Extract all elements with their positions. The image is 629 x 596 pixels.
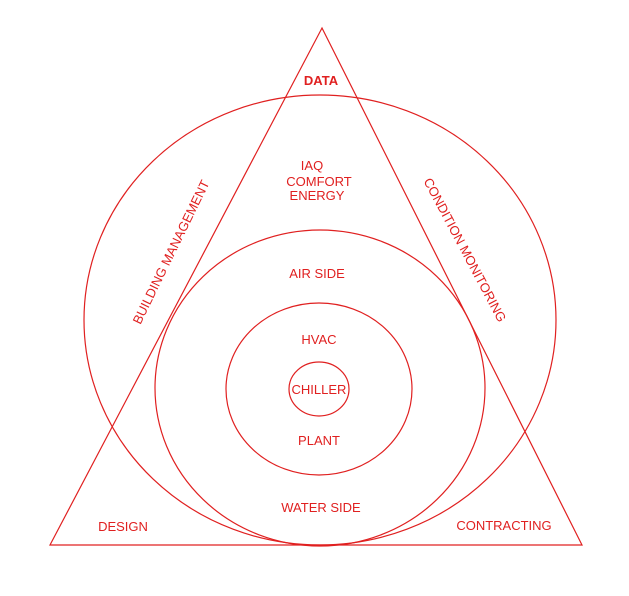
label-comfort: COMFORT	[286, 174, 352, 189]
label-chiller: CHILLER	[292, 382, 347, 397]
label-plant: PLANT	[298, 433, 340, 448]
label-iaq: IAQ	[301, 158, 323, 173]
label-air-side: AIR SIDE	[289, 266, 345, 281]
middle-circle	[154, 229, 486, 547]
outer-circle	[83, 94, 557, 546]
label-design: DESIGN	[98, 519, 148, 534]
label-hvac: HVAC	[301, 332, 336, 347]
label-energy: ENERGY	[290, 188, 345, 203]
core-circle	[288, 361, 350, 417]
label-data: DATA	[304, 73, 339, 88]
label-building-management: BUILDING MANAGEMENT	[130, 178, 213, 327]
inner-circle	[225, 302, 413, 476]
label-water-side: WATER SIDE	[281, 500, 361, 515]
label-contracting: CONTRACTING	[456, 518, 551, 533]
outer-triangle	[49, 26, 583, 546]
